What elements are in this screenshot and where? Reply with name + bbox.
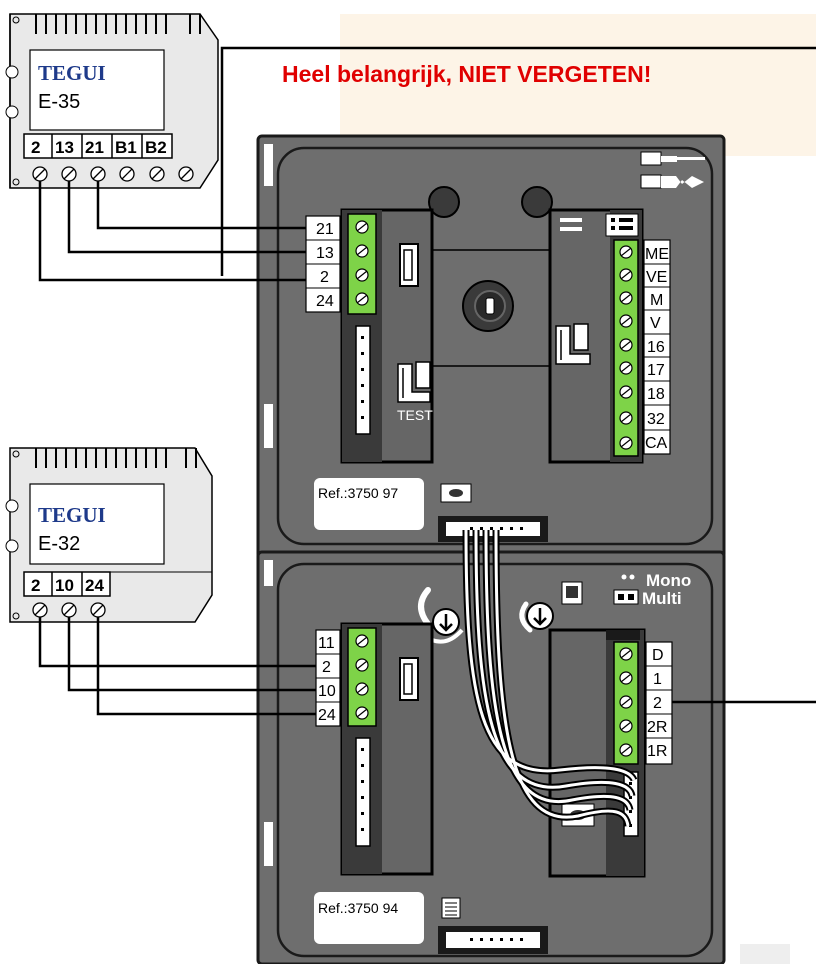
coax-plug-icon bbox=[640, 151, 705, 189]
ref-label: Ref.:3750 97 bbox=[318, 485, 398, 501]
terminal-label: 24 bbox=[316, 293, 334, 310]
brand-label: TEGUI bbox=[38, 503, 106, 527]
terminal-label: ME bbox=[645, 246, 669, 263]
mode-label-mono: Mono bbox=[646, 571, 691, 590]
page-corner-mark bbox=[740, 944, 790, 964]
terminal-label: 18 bbox=[647, 386, 665, 403]
warning-text: Heel belangrijk, NIET VERGETEN! bbox=[282, 61, 651, 87]
terminal-label: 21 bbox=[316, 221, 334, 238]
power-supply-e35: TEGUI E-35 2 13 21 B1 B2 bbox=[5, 13, 219, 189]
terminal-label: VE bbox=[646, 269, 667, 286]
brand-label: TEGUI bbox=[38, 61, 106, 85]
terminal-label: 13 bbox=[316, 245, 334, 262]
terminal-label: 2 bbox=[320, 269, 329, 286]
terminal-label: 21 bbox=[85, 138, 104, 157]
dip-switch-icon bbox=[555, 323, 591, 365]
cable-plug-icon bbox=[560, 218, 582, 231]
handset-icon bbox=[418, 587, 464, 644]
bottom-right-terminal-labels: D 1 2 2R 1R bbox=[645, 641, 673, 765]
terminal-label: 24 bbox=[318, 707, 336, 724]
terminal-label: 2 bbox=[31, 138, 40, 157]
terminal-label: 11 bbox=[318, 635, 335, 652]
terminal-label: 17 bbox=[647, 362, 665, 379]
speaker-icon bbox=[561, 581, 583, 605]
model-label: E-35 bbox=[38, 91, 80, 113]
terminal-label: 10 bbox=[55, 576, 74, 595]
mode-label-multi: Multi bbox=[642, 589, 682, 608]
vent-slots bbox=[35, 14, 201, 34]
terminal-label: V bbox=[650, 315, 661, 332]
bottom-module: Mono Multi R bbox=[256, 550, 726, 964]
terminal-label: CA bbox=[645, 435, 668, 452]
terminal-label: 16 bbox=[647, 339, 665, 356]
terminal-label: 1 bbox=[653, 671, 662, 688]
terminal-label: 1R bbox=[647, 743, 667, 760]
top-right-terminal-labels: ME VE M V 16 17 18 32 CA bbox=[643, 239, 671, 455]
mode-switch bbox=[613, 574, 639, 605]
top-left-terminal-labels: 21 13 2 24 bbox=[305, 215, 341, 313]
key-lock-icon bbox=[462, 280, 514, 332]
dip-switch-icon bbox=[397, 361, 431, 403]
top-module: TEST Re bbox=[256, 134, 726, 560]
test-label: TEST bbox=[397, 407, 433, 423]
terminal-label: 2 bbox=[31, 576, 40, 595]
warning-box bbox=[340, 14, 816, 156]
wire-e32-10 bbox=[67, 617, 316, 692]
wire-e32-24 bbox=[96, 617, 316, 716]
terminal-label: M bbox=[650, 292, 663, 309]
terminal-label: 2 bbox=[653, 695, 662, 712]
wire-e32-2 bbox=[38, 617, 316, 668]
model-label: E-32 bbox=[38, 533, 80, 555]
wire-b-to-2 bbox=[220, 46, 816, 276]
terminal-label: B1 bbox=[115, 138, 137, 157]
terminal-label: 10 bbox=[318, 683, 336, 700]
terminal-label: D bbox=[652, 647, 664, 664]
wire-21 bbox=[96, 181, 306, 230]
bottom-left-terminal-labels: 11 2 10 24 bbox=[315, 629, 341, 727]
terminal-label: 2R bbox=[647, 719, 667, 736]
terminal-label: 32 bbox=[647, 411, 665, 428]
terminal-label: 24 bbox=[85, 576, 104, 595]
terminal-label: 2 bbox=[322, 659, 331, 676]
terminal-label: B2 bbox=[145, 138, 167, 157]
handset-icon bbox=[519, 601, 554, 633]
menu-icon bbox=[441, 897, 461, 919]
terminal-label: 13 bbox=[55, 138, 74, 157]
wire-2 bbox=[38, 181, 306, 282]
camera-icon bbox=[440, 483, 472, 503]
wires bbox=[38, 46, 816, 716]
power-supply-e32: TEGUI E-32 2 10 24 bbox=[5, 447, 213, 623]
ref-label: Ref.:3750 94 bbox=[318, 900, 398, 916]
wire-13 bbox=[67, 181, 306, 254]
